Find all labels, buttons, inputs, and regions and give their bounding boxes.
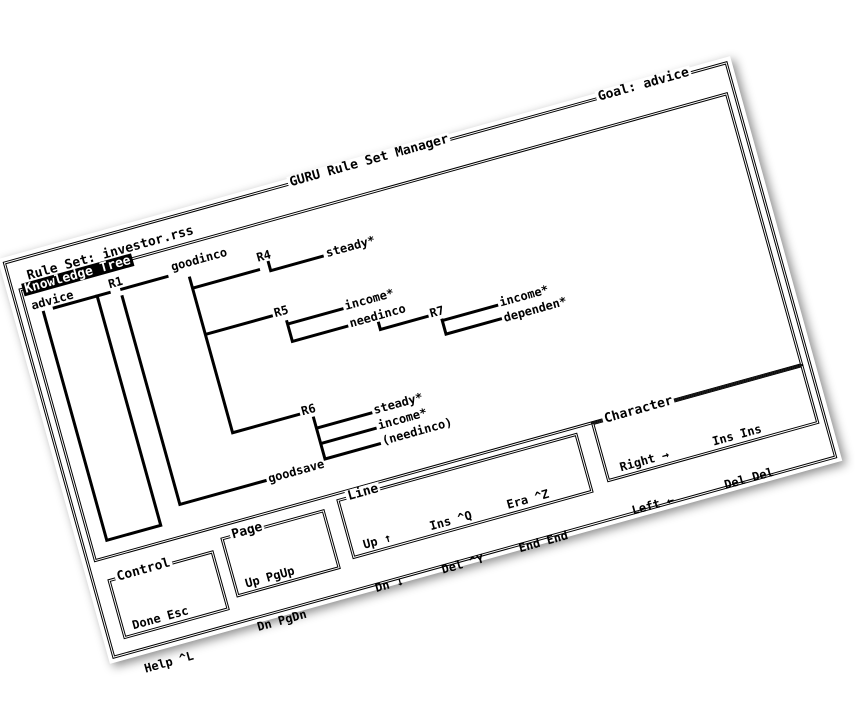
- tree-node-r5[interactable]: R5: [272, 302, 291, 321]
- page-down-key[interactable]: Dn PgDn: [255, 606, 309, 634]
- char-right-key[interactable]: Right →: [618, 447, 671, 475]
- page-up-key[interactable]: Up PgUp: [243, 563, 297, 591]
- tree-node-r1[interactable]: R1: [106, 273, 125, 292]
- line-end-key[interactable]: End End: [517, 528, 570, 556]
- tree-node-r4[interactable]: R4: [254, 247, 273, 265]
- line-delete-key[interactable]: Del ^Y: [439, 551, 486, 577]
- done-key[interactable]: Done Esc: [130, 603, 191, 633]
- tree-node-r7[interactable]: R7: [428, 303, 446, 321]
- tree-node-r6[interactable]: R6: [299, 400, 318, 419]
- guru-window: GURU Rule Set Manager Goal: advice Rule …: [0, 56, 843, 676]
- tree-connectors: [41, 254, 503, 543]
- char-delete-key[interactable]: Del Del: [722, 464, 776, 492]
- line-down-key[interactable]: Dn ↓: [373, 573, 406, 595]
- help-key[interactable]: Help ^L: [142, 648, 196, 676]
- screen: GURU Rule Set Manager Goal: advice Rule …: [2, 61, 838, 676]
- char-insert-key[interactable]: Ins Ins: [710, 421, 764, 449]
- line-insert-key[interactable]: Ins ^Q: [427, 508, 474, 534]
- line-erase-key[interactable]: Era ^Z: [505, 486, 551, 512]
- line-up-key[interactable]: Up ↑: [361, 530, 394, 552]
- char-left-key[interactable]: Left ←: [630, 492, 676, 518]
